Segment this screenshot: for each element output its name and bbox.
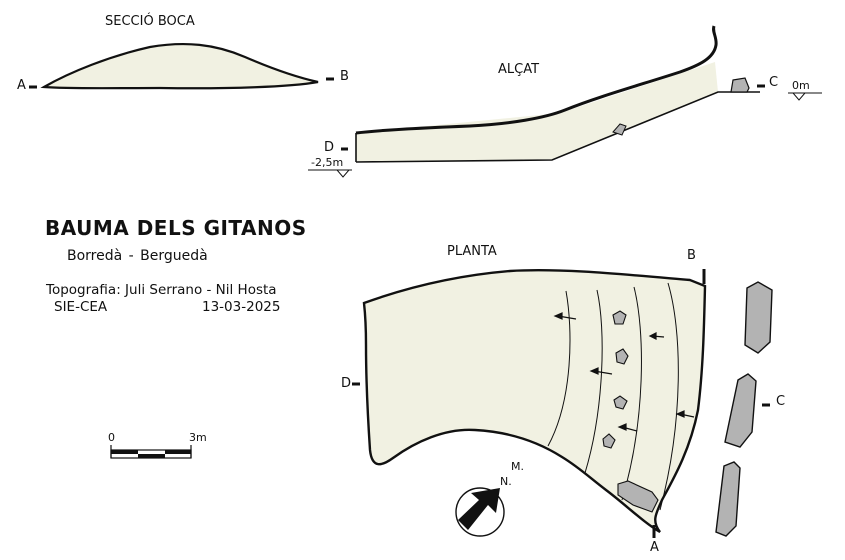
- level-triangle-0m: [791, 92, 807, 101]
- elevation-title: ALÇAT: [498, 62, 540, 77]
- north-label-magnetic: M.: [511, 460, 524, 473]
- section-view: [29, 42, 334, 90]
- plan-title: PLANTA: [447, 244, 497, 259]
- plan-contour: [547, 290, 571, 447]
- survey-date: 13-03-2025: [202, 299, 281, 315]
- scale-label-start: 0: [108, 431, 115, 444]
- north-arrow-head: [458, 488, 500, 530]
- elevation-label-d: D: [324, 140, 335, 155]
- level-triangle-minus: [335, 169, 351, 178]
- elevation-boulder-c: [730, 77, 750, 93]
- plan-outer-rocks: [715, 281, 773, 537]
- elevation-label-c: C: [769, 75, 779, 90]
- plan-view: [352, 269, 773, 538]
- survey-group: SIE-CEA: [54, 299, 108, 315]
- elevation-ceiling: [355, 25, 718, 135]
- north-arrow: [455, 487, 505, 537]
- north-label-north: N.: [500, 475, 512, 488]
- plan-label-a: A: [650, 540, 659, 555]
- plan-boulders: [602, 310, 659, 513]
- elevation-fill: [356, 62, 718, 162]
- plan-contour: [659, 282, 679, 511]
- level-label-0m: 0m: [792, 79, 810, 92]
- section-label-b: B: [340, 69, 349, 84]
- plan-slope-arrows: [553, 312, 695, 432]
- plan-outline: [362, 269, 707, 534]
- plan-label-b: B: [687, 248, 696, 263]
- section-title: SECCIÓ BOCA: [105, 14, 195, 29]
- elevation-view: [308, 25, 822, 178]
- scale-bar: [110, 445, 192, 459]
- plan-contour: [584, 289, 603, 474]
- plan-contour: [621, 286, 642, 501]
- location: Borredà - Berguedà: [67, 248, 208, 264]
- section-outline: [40, 42, 319, 90]
- plan-label-d: D: [341, 376, 352, 391]
- cave-name: BAUMA DELS GITANOS: [45, 216, 307, 240]
- elevation-boulder-mid: [612, 123, 627, 136]
- section-label-a: A: [17, 78, 26, 93]
- scale-label-end: 3m: [189, 431, 207, 444]
- survey-credits: Topografia: Juli Serrano - Nil Hosta: [46, 282, 277, 298]
- level-label-minus: -2,5m: [311, 156, 344, 169]
- plan-label-c: C: [776, 394, 786, 409]
